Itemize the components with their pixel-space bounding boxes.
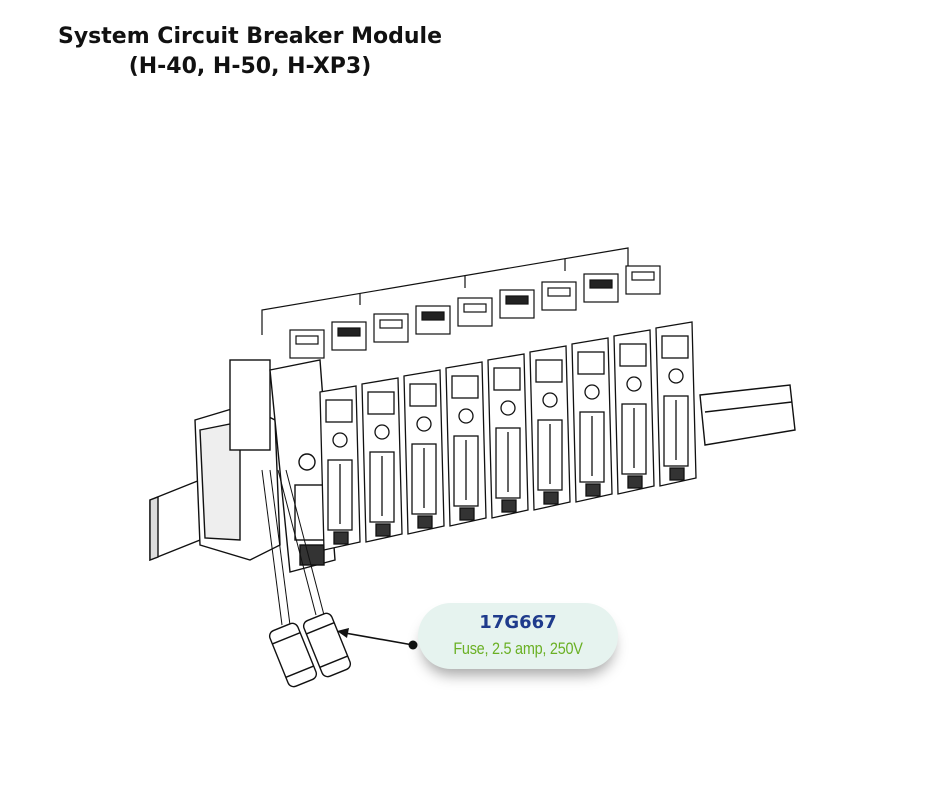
terminal-block [499, 289, 535, 319]
part-callout: 17G667 Fuse, 2.5 amp, 250V [418, 603, 618, 669]
fuse-leads [261, 469, 325, 626]
leader-arrow [337, 628, 418, 650]
terminal-block [289, 329, 325, 359]
terminal-block [583, 273, 619, 303]
terminal-block [415, 305, 451, 335]
breaker-module [319, 385, 361, 551]
terminal-block [541, 281, 577, 311]
breaker-module [487, 353, 529, 519]
breaker-module [361, 377, 403, 543]
top-bracket [261, 247, 629, 335]
fuse-icon [268, 612, 352, 688]
breaker-module [655, 321, 697, 487]
part-number: 17G667 [479, 612, 557, 633]
breaker-module [445, 361, 487, 527]
terminal-row [289, 265, 661, 359]
breaker-module [403, 369, 445, 535]
breaker-row [319, 321, 697, 551]
terminal-block [331, 321, 367, 351]
breaker-module [529, 345, 571, 511]
title-line-1: System Circuit Breaker Module [58, 24, 442, 49]
breaker-module [571, 337, 613, 503]
fuse-holder [269, 359, 336, 573]
part-description: Fuse, 2.5 amp, 250V [453, 639, 583, 658]
end-clamp [194, 359, 281, 561]
din-rail [149, 384, 796, 562]
terminal-block [373, 313, 409, 343]
terminal-block [457, 297, 493, 327]
title-line-2: (H-40, H-50, H-XP3) [128, 54, 372, 79]
terminal-block [625, 265, 661, 295]
page-title: System Circuit Breaker Module (H-40, H-5… [30, 22, 470, 82]
breaker-module [613, 329, 655, 495]
